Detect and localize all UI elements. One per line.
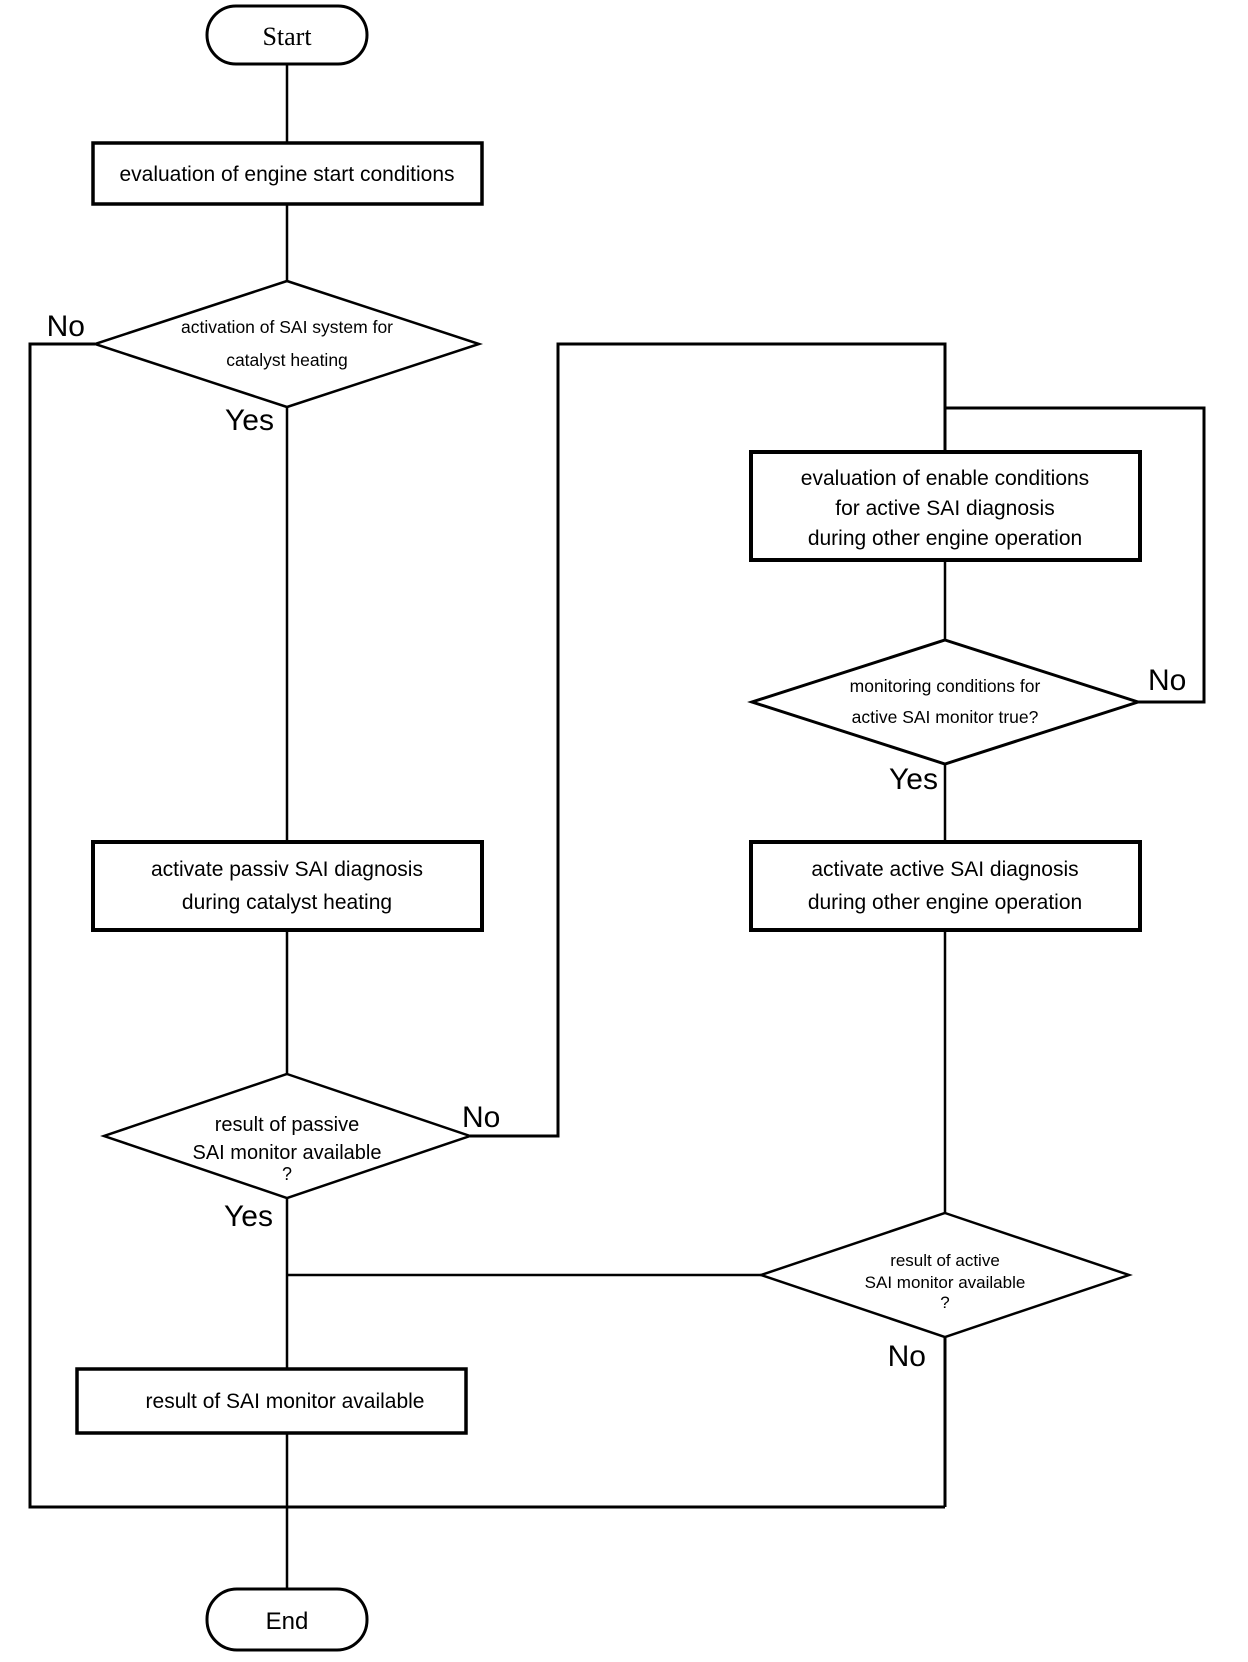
label-yes-sai-activation: Yes xyxy=(225,404,274,437)
label-no-sai-activation: No xyxy=(47,310,85,343)
result-available-text: result of SAI monitor available xyxy=(146,1390,425,1413)
activate-passive-box xyxy=(91,840,484,932)
start-terminator-shape xyxy=(205,4,369,66)
activate-active-text-line2: during other engine operation xyxy=(808,891,1082,914)
active-result-text-line3: ? xyxy=(940,1293,949,1312)
active-result-diamond xyxy=(757,1211,1133,1339)
activate-passive-text-line1: activate passiv SAI diagnosis xyxy=(151,858,423,881)
connector-lines xyxy=(28,64,1206,1589)
node-eval-enable-conditions: evaluation of enable conditions for acti… xyxy=(749,450,1142,562)
active-result-text-line1: result of active xyxy=(890,1251,1000,1270)
monitoring-text-line1: monitoring conditions for xyxy=(850,676,1041,696)
node-eval-engine-start: evaluation of engine start conditions xyxy=(91,141,484,206)
node-passive-result-decision: result of passive SAI monitor available … xyxy=(100,1072,474,1200)
passive-result-text-line1: result of passive xyxy=(215,1114,360,1136)
edge-labels: No Yes No Yes No Yes No xyxy=(47,310,1187,1373)
eval-enable-conditions-box xyxy=(749,450,1142,562)
end-label: End xyxy=(266,1608,309,1635)
node-start: Start xyxy=(205,4,369,66)
edge-no-monitoring-loop xyxy=(945,406,1206,704)
node-sai-activation-decision: activation of SAI system for catalyst he… xyxy=(90,279,484,409)
sai-activation-text-line1: activation of SAI system for xyxy=(181,317,393,337)
node-activate-active: activate active SAI diagnosis during oth… xyxy=(749,840,1142,932)
monitoring-text-line2: active SAI monitor true? xyxy=(852,707,1039,727)
eval-engine-start-text: evaluation of engine start conditions xyxy=(119,163,454,186)
label-yes-monitoring: Yes xyxy=(889,763,938,796)
active-result-text-line2: SAI monitor available xyxy=(865,1273,1026,1292)
monitoring-conditions-diamond xyxy=(747,638,1143,766)
passive-result-text-line3: ? xyxy=(282,1164,292,1184)
node-active-result-decision: result of active SAI monitor available ? xyxy=(757,1211,1133,1339)
end-terminator-shape xyxy=(205,1587,369,1652)
activate-active-box xyxy=(749,840,1142,932)
node-result-available: result of SAI monitor available xyxy=(75,1367,468,1435)
sai-activation-text-line2: catalyst heating xyxy=(226,350,348,370)
eval-engine-start-box xyxy=(91,141,484,206)
eval-enable-text-line3: during other engine operation xyxy=(808,527,1082,550)
node-end: End xyxy=(205,1587,369,1652)
activate-active-text-line1: activate active SAI diagnosis xyxy=(811,858,1078,881)
start-label: Start xyxy=(262,22,312,51)
eval-enable-text-line1: evaluation of enable conditions xyxy=(801,467,1089,490)
activate-passive-text-line2: during catalyst heating xyxy=(182,891,392,914)
label-no-active-result: No xyxy=(888,1340,926,1373)
label-no-monitoring: No xyxy=(1148,664,1186,697)
label-yes-passive-result: Yes xyxy=(224,1200,273,1233)
result-available-box xyxy=(75,1367,468,1435)
sai-activation-diamond xyxy=(90,279,484,409)
passive-result-diamond xyxy=(100,1072,474,1200)
passive-result-text-line2: SAI monitor available xyxy=(193,1142,382,1164)
edge-no-sai-activation-merge-bus xyxy=(28,342,945,1509)
eval-enable-text-line2: for active SAI diagnosis xyxy=(835,497,1054,520)
edge-no-passive-to-eval-enable xyxy=(470,342,947,1138)
label-no-passive-result: No xyxy=(462,1101,500,1134)
node-monitoring-conditions-decision: monitoring conditions for active SAI mon… xyxy=(747,638,1143,766)
node-activate-passive: activate passiv SAI diagnosis during cat… xyxy=(91,840,484,932)
